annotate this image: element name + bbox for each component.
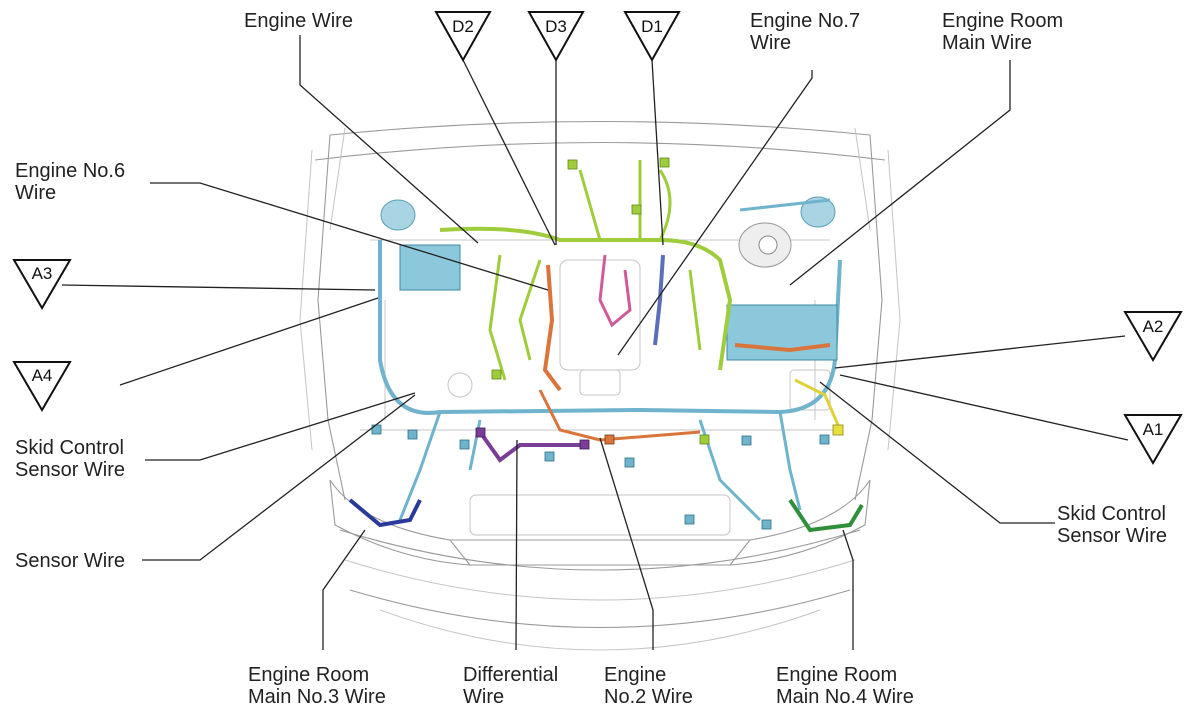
callout-engine-room-main-wire: Engine Room Main Wire bbox=[942, 10, 1063, 54]
callout-engine-room-main-line2: Main Wire bbox=[942, 32, 1033, 54]
engine-no7-wire-path bbox=[653, 254, 665, 346]
engine-wire-path bbox=[439, 226, 733, 371]
callout-engine-no6-line2: Wire bbox=[15, 182, 57, 204]
callout-differential-wire: Differential Wire bbox=[463, 664, 558, 708]
callout-main-no3-line2: Main No.3 Wire bbox=[248, 686, 386, 708]
connector-a2: A2 bbox=[1123, 311, 1183, 362]
connector-a4: A4 bbox=[12, 361, 72, 412]
connector-a4-label: A4 bbox=[32, 366, 53, 385]
callout-engine-no2-wire: Engine No.2 Wire bbox=[604, 664, 693, 708]
connector-a1-label: A1 bbox=[1143, 420, 1164, 439]
callout-main-no4-line1: Engine Room bbox=[776, 664, 898, 686]
callout-engine-no7-wire: Engine No.7 Wire bbox=[750, 10, 860, 54]
callout-sensor-wire: Sensor Wire bbox=[15, 550, 125, 572]
main-no3-wire-path bbox=[348, 498, 422, 528]
connector-d2: D2 bbox=[434, 11, 492, 63]
callout-differential-line1: Differential bbox=[463, 664, 559, 686]
differential-wire-path bbox=[478, 430, 580, 463]
callout-engine-wire-text: Engine Wire bbox=[244, 10, 353, 32]
callout-engine-no7-line2: Wire bbox=[750, 32, 792, 54]
connector-d3-label: D3 bbox=[545, 17, 567, 36]
callout-skid-left-line1: Skid Control bbox=[15, 437, 124, 459]
vehicle-outline bbox=[299, 120, 901, 651]
relay-box bbox=[726, 304, 838, 361]
connector-d1-label: D1 bbox=[641, 17, 663, 36]
engine-room-main-wire-path bbox=[378, 240, 842, 415]
callout-differential-line2: Wire bbox=[463, 686, 505, 708]
callout-skid-right-line1: Skid Control bbox=[1057, 503, 1166, 525]
callout-skid-left-line2: Sensor Wire bbox=[15, 459, 126, 481]
connector-a2-label: A2 bbox=[1143, 317, 1164, 336]
callout-skid-control-sensor-wire-right: Skid Control Sensor Wire bbox=[1057, 503, 1167, 547]
callout-main-no4-line2: Main No.4 Wire bbox=[776, 686, 914, 708]
callout-sensor-wire-text: Sensor Wire bbox=[15, 550, 126, 572]
skid-sensor-wire-path bbox=[794, 378, 840, 426]
callout-engine-no2-line1: Engine bbox=[604, 664, 667, 686]
connector-d3: D3 bbox=[527, 11, 585, 63]
callout-engine-room-main-no3-wire: Engine Room Main No.3 Wire bbox=[248, 664, 386, 708]
callout-skid-control-sensor-wire-left: Skid Control Sensor Wire bbox=[15, 437, 125, 481]
harness-group bbox=[348, 157, 864, 533]
leader-lines bbox=[61, 35, 1129, 651]
callout-engine-room-main-line1: Engine Room bbox=[942, 10, 1064, 32]
fuse-block bbox=[399, 244, 461, 291]
pink-harness-path bbox=[598, 254, 632, 328]
connector-d2-label: D2 bbox=[452, 17, 474, 36]
engine-no6-wire-path bbox=[542, 264, 562, 392]
callout-engine-room-main-no4-wire: Engine Room Main No.4 Wire bbox=[776, 664, 914, 708]
callout-engine-no2-line2: No.2 Wire bbox=[604, 686, 693, 708]
callout-skid-right-line2: Sensor Wire bbox=[1057, 525, 1168, 547]
connector-a1: A1 bbox=[1123, 414, 1183, 465]
callout-engine-wire: Engine Wire bbox=[244, 10, 353, 32]
connector-d1: D1 bbox=[623, 11, 681, 63]
callout-engine-no6-line1: Engine No.6 bbox=[15, 160, 126, 182]
main-no4-wire-path bbox=[788, 498, 864, 533]
callout-engine-no6-wire: Engine No.6 Wire bbox=[15, 160, 125, 204]
callout-engine-no7-line1: Engine No.7 bbox=[750, 10, 861, 32]
connector-a3: A3 bbox=[12, 259, 72, 310]
callout-main-no3-line1: Engine Room bbox=[248, 664, 370, 686]
connector-a3-label: A3 bbox=[32, 264, 53, 283]
